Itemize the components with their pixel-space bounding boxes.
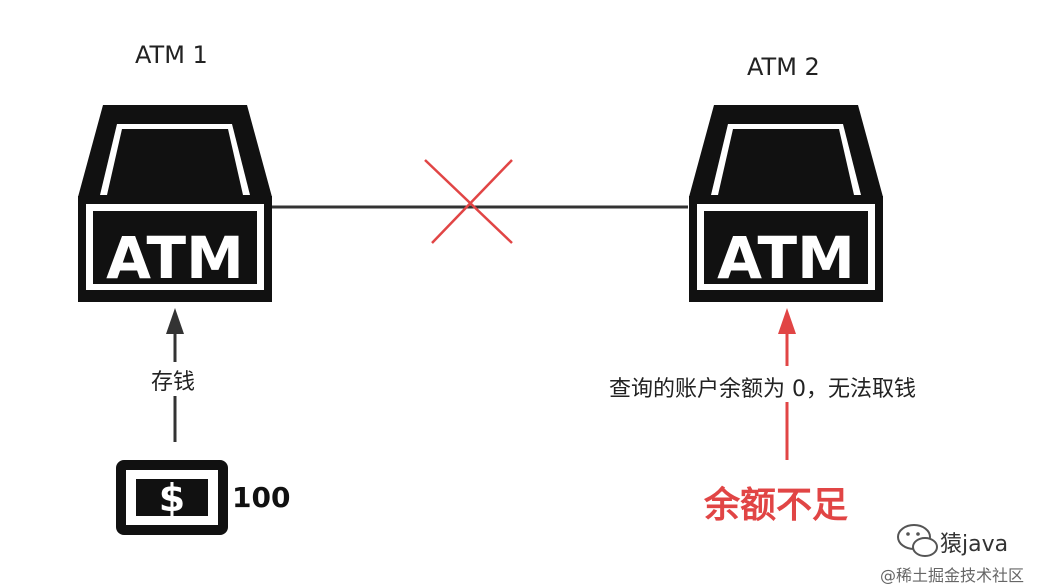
deposit-amount: 100 [232,481,291,514]
atm1-icon: ATM [78,105,272,302]
atm1-screen-text: ATM [106,224,244,292]
query-label: 查询的账户余额为 0，无法取钱 [609,377,916,402]
disconnect-x-icon [424,159,513,244]
money-icon: $ [116,460,228,535]
atm2-title: ATM 2 [747,53,820,81]
svg-text:$: $ [159,476,185,520]
watermark-site: @稀土掘金技术社区 [880,566,1025,585]
deposit-arrow [166,308,184,442]
atm2-screen-text: ATM [717,224,855,292]
watermark-brand: 猿java [940,532,1009,557]
atm1-title: ATM 1 [135,41,208,69]
insufficient-balance-label: 余额不足 [704,485,849,526]
atm2-icon: ATM [689,105,883,302]
wechat-icon [897,524,938,557]
deposit-label: 存钱 [151,370,196,395]
query-arrow [778,308,796,460]
